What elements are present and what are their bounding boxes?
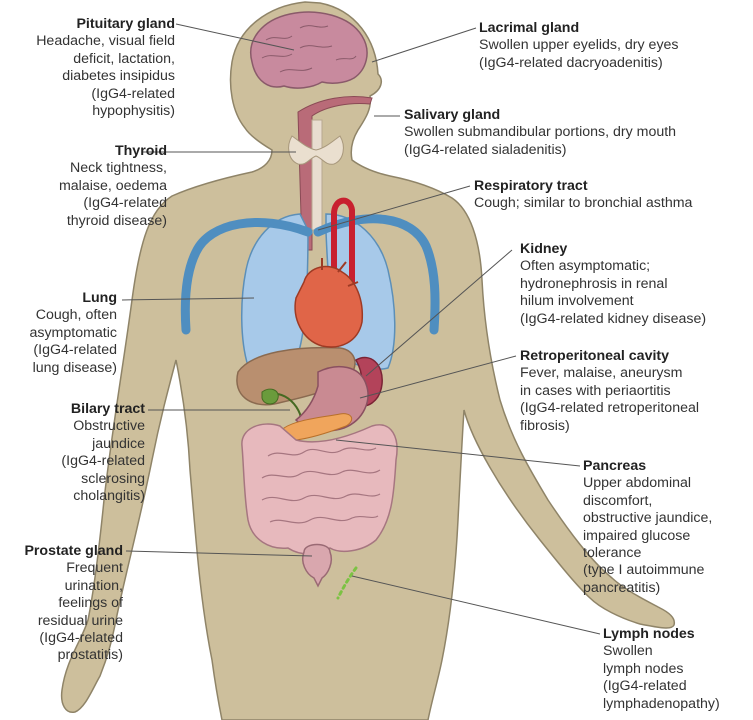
retroperitoneal-line: fibrosis) <box>520 417 570 434</box>
label-lacrimal: Lacrimal gland Swollen upper eyelids, dr… <box>479 20 679 72</box>
label-biliary: Bilary tract Obstructive jaundice (IgG4-… <box>61 401 145 505</box>
label-retroperitoneal: Retroperitoneal cavity Fever, malaise, a… <box>520 348 699 435</box>
pancreas-line: (type I autoimmune <box>583 562 705 579</box>
gallbladder <box>261 388 279 405</box>
lymph-line: lymph nodes <box>603 660 684 677</box>
pituitary-line: Headache, visual field <box>36 33 175 50</box>
prostate-line: residual urine <box>37 612 123 629</box>
prostate-gland <box>302 543 333 588</box>
pancreas-title: Pancreas <box>583 458 647 474</box>
kidney-line: (IgG4-related kidney disease) <box>520 310 707 327</box>
retroperitoneal-title: Retroperitoneal cavity <box>520 348 670 364</box>
prostate-line: prostatitis) <box>57 647 123 664</box>
intestine-coils <box>261 447 381 524</box>
thyroid-title: Thyroid <box>114 143 167 159</box>
leader-lymph <box>351 575 601 635</box>
lung-line: lung disease) <box>32 359 117 376</box>
pituitary-line: deficit, lactation, <box>73 50 175 67</box>
biliary-line: cholangitis) <box>73 488 145 505</box>
thyroid-line: malaise, oedema <box>58 177 167 194</box>
label-pituitary: Pituitary gland Headache, visual field d… <box>36 16 175 120</box>
pancreas-line: tolerance <box>583 545 642 562</box>
kidney-line: hilum involvement <box>520 293 634 310</box>
prostate-title: Prostate gland <box>24 543 123 559</box>
pituitary-title: Pituitary gland <box>76 16 175 32</box>
leader-prostate <box>125 550 313 557</box>
pancreas-line: impaired glucose <box>583 527 691 544</box>
leader-kidney <box>365 249 513 377</box>
trachea <box>311 119 323 231</box>
label-pancreas: Pancreas Upper abdominal discomfort, obs… <box>583 458 712 597</box>
leader-lacrimal <box>371 27 477 63</box>
aorta <box>331 197 355 330</box>
prostate-line: urination, <box>64 577 123 594</box>
lacrimal-title: Lacrimal gland <box>479 20 580 36</box>
kidney-line: Often asymptomatic; <box>520 258 651 275</box>
lymph-title: Lymph nodes <box>603 626 695 642</box>
lung-line: Cough, often <box>35 307 117 324</box>
respiratory-line: Cough; similar to bronchial asthma <box>474 195 693 212</box>
retroperitoneal-line: (IgG4-related retroperitoneal <box>520 400 700 417</box>
respiratory-title: Respiratory tract <box>474 178 588 194</box>
leader-pancreas <box>335 439 581 467</box>
heart <box>294 265 364 348</box>
intestines <box>241 423 398 555</box>
thyroid-line: Neck tightness, <box>70 160 167 177</box>
label-respiratory: Respiratory tract Cough; similar to bron… <box>474 178 692 213</box>
prostate-line: feelings of <box>58 595 123 612</box>
brain <box>250 11 368 89</box>
leader-retroperitoneal <box>359 355 517 399</box>
salivary-line: (IgG4-related sialadenitis) <box>404 141 567 158</box>
label-prostate: Prostate gland Frequent urination, feeli… <box>24 543 123 665</box>
leader-respiratory <box>317 185 471 231</box>
biliary-line: jaundice <box>92 435 145 452</box>
biliary-line: sclerosing <box>81 470 145 487</box>
right-airway <box>313 214 440 335</box>
label-lymph: Lymph nodes Swollen lymph nodes (IgG4-re… <box>603 626 720 713</box>
prostate-line: (IgG4-related <box>39 630 123 647</box>
thyroid-line: thyroid disease) <box>66 212 167 229</box>
label-salivary: Salivary gland Swollen submandibular por… <box>404 107 676 159</box>
lung-line: asymptomatic <box>29 324 117 341</box>
thyroid-line: (IgG4-related <box>83 195 167 212</box>
lung-title: Lung <box>82 290 117 306</box>
leader-lines <box>121 23 601 635</box>
pituitary-line: (IgG4-related <box>91 85 175 102</box>
salivary-title: Salivary gland <box>404 107 501 123</box>
thyroid <box>288 135 344 165</box>
lymph-line: (IgG4-related <box>603 678 687 695</box>
retroperitoneal-line: Fever, malaise, aneurysm <box>520 365 683 382</box>
salivary-line: Swollen submandibular portions, dry mout… <box>404 124 677 141</box>
pituitary-line: hypophysitis) <box>92 103 175 120</box>
pancreas-line: obstructive jaundice, <box>583 510 713 527</box>
label-thyroid: Thyroid Neck tightness, malaise, oedema … <box>59 143 167 230</box>
biliary-title: Bilary tract <box>70 401 145 417</box>
bile-duct <box>277 393 303 427</box>
prostate-line: Frequent <box>66 560 123 577</box>
lymph-line: lymphadenopathy) <box>603 695 720 712</box>
lymph-line: Swollen <box>603 643 653 660</box>
pancreas-line: pancreatitis) <box>583 579 661 596</box>
pituitary-line: diabetes insipidus <box>62 68 175 85</box>
lacrimal-line: Swollen upper eyelids, dry eyes <box>479 37 679 54</box>
pancreas-line: discomfort, <box>583 492 653 509</box>
lacrimal-line: (IgG4-related dacryoadenitis) <box>479 54 663 71</box>
lung-line: (IgG4-related <box>33 342 117 359</box>
lymph-nodes <box>336 566 358 600</box>
kidney-line: hydronephrosis in renal <box>520 275 668 292</box>
leader-pituitary <box>175 23 295 51</box>
biliary-line: (IgG4-related <box>61 453 145 470</box>
label-lung: Lung Cough, often asymptomatic (IgG4-rel… <box>29 290 117 377</box>
pancreas-line: Upper abdominal <box>583 475 692 492</box>
leader-lung <box>121 297 255 301</box>
retroperitoneal-line: in cases with periaortitis <box>520 382 671 399</box>
biliary-line: Obstructive <box>73 418 145 435</box>
kidney-title: Kidney <box>520 241 568 257</box>
heart-vessels <box>321 258 359 287</box>
label-kidney: Kidney Often asymptomatic; hydronephrosi… <box>520 241 706 328</box>
brain-folds <box>261 25 357 73</box>
